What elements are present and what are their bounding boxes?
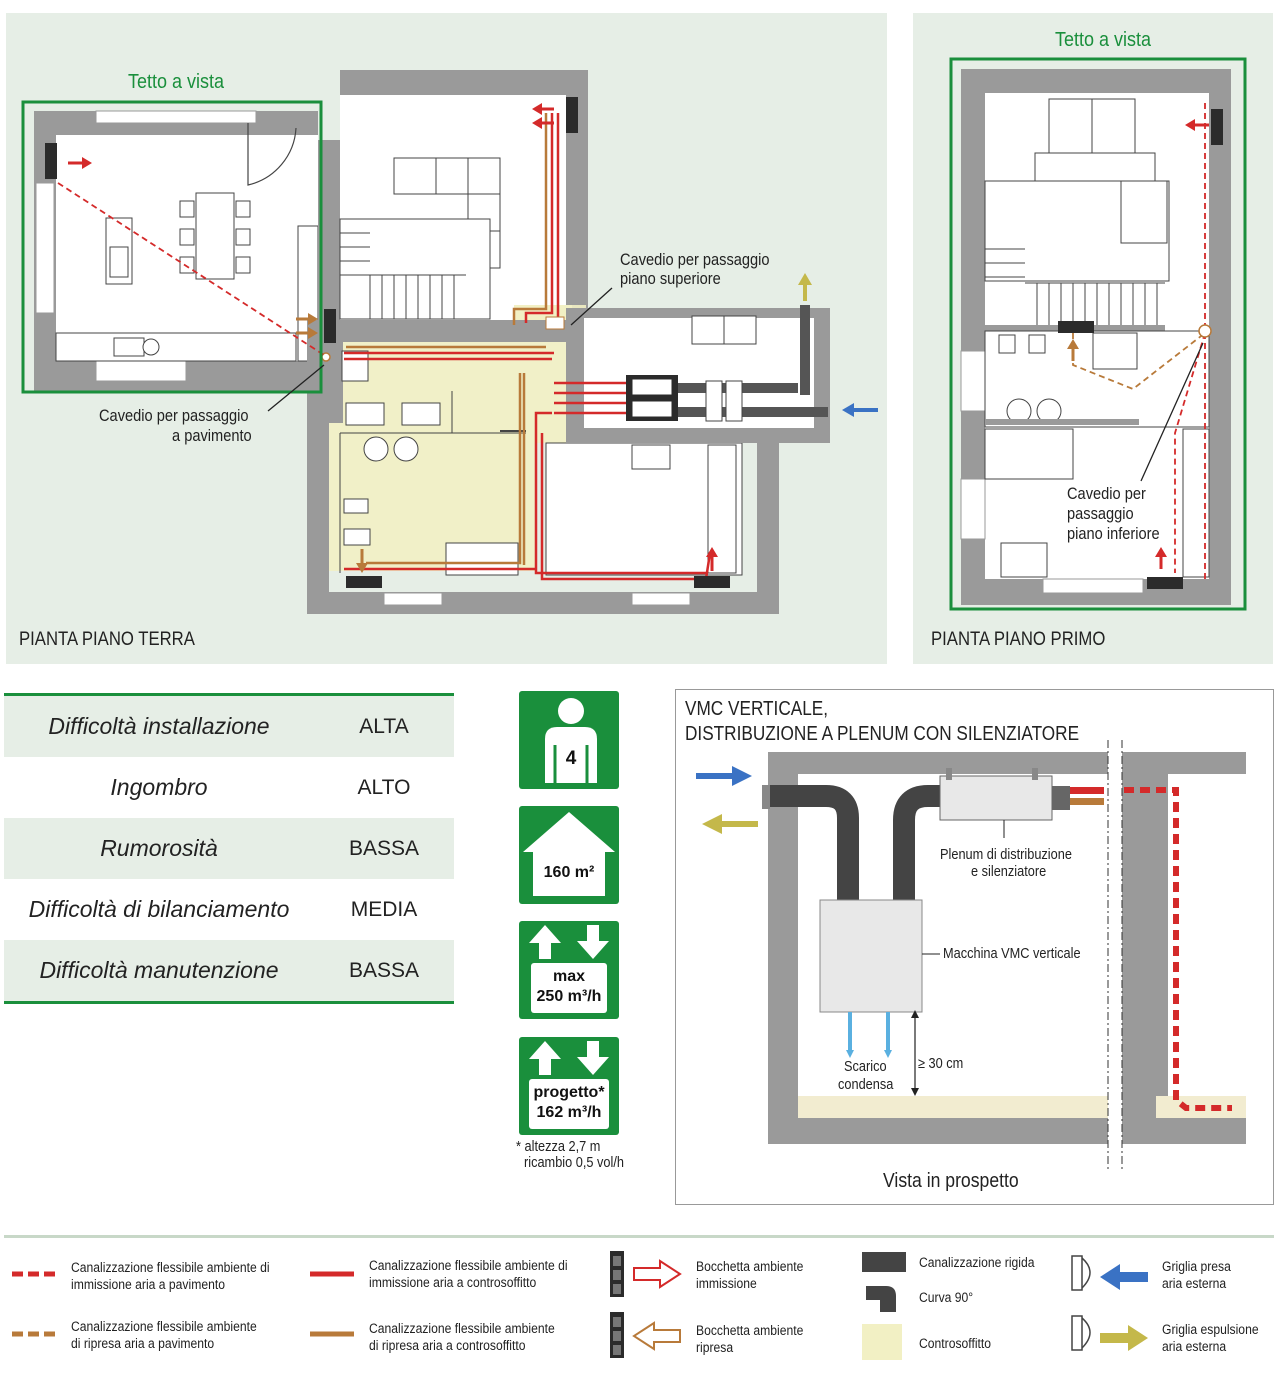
legend-text: Canalizzazione flessibile ambiente di [369, 1258, 568, 1273]
legend-text: di ripresa aria a controsoffitto [369, 1338, 526, 1353]
property-value: MEDIA [350, 897, 418, 921]
legend-text: Canalizzazione flessibile ambiente di [71, 1260, 270, 1275]
property-label: Ingombro [110, 774, 208, 800]
legend-false-ceiling: Controsoffitto [919, 1336, 992, 1351]
legend-text: Bocchetta ambiente [696, 1259, 804, 1274]
max-flow-value: 250 m³/h [536, 988, 602, 1005]
kitchen-interior [56, 135, 318, 361]
house-icon [523, 812, 615, 896]
ground-roof-frame [21, 100, 323, 394]
drain-label-2: condensa [838, 1077, 894, 1093]
vmc-section-panel: VMC VERTICALE, DISTRIBUZIONE A PLENUM CO… [675, 689, 1274, 1205]
legend-symbols [12, 1251, 1148, 1360]
property-row: Ingombro ALTO [4, 757, 454, 818]
ground-floor-plan [21, 70, 878, 614]
legend-return-grille: Bocchetta ambiente ripresa [696, 1322, 803, 1356]
legend-text: Canalizzazione flessibile ambiente [369, 1321, 555, 1336]
vmc-title-1: VMC VERTICALE, [685, 698, 829, 720]
up-down-arrows-icon [529, 1041, 609, 1129]
area-box: 160 m² [519, 806, 619, 904]
shaft-lower-label-2: passaggio [1067, 504, 1134, 523]
legend-text: immissione aria a controsoffitto [369, 1275, 537, 1290]
property-row: Rumorosità BASSA [4, 818, 454, 879]
project-flow-label: progetto* [533, 1084, 605, 1101]
first-roof-label: Tetto a vista [1055, 29, 1152, 51]
property-label: Difficoltà manutenzione [39, 957, 279, 983]
ground-roof-label: Tetto a vista [128, 71, 225, 93]
property-value: ALTO [357, 775, 411, 799]
shaft-upper-label-1: Cavedio per passaggio [620, 250, 770, 269]
legend-ceiling-supply: Canalizzazione flessibile ambiente di im… [369, 1257, 568, 1291]
legend-supply-grille: Bocchetta ambiente immissione [696, 1258, 803, 1292]
view-label: Vista in prospetto [883, 1170, 1019, 1192]
legend-text: Griglia presa [1162, 1259, 1231, 1274]
legend-text: aria esterna [1162, 1276, 1227, 1291]
height-label: ≥ 30 cm [918, 1056, 964, 1072]
person-icon [545, 698, 597, 783]
occupants-box: 4 [519, 691, 619, 789]
vmc-section-drawing [696, 740, 1246, 1170]
first-plan-title: PIANTA PIANO PRIMO [931, 629, 1106, 650]
max-flow-label: max [552, 968, 586, 985]
property-row: Difficoltà installazione ALTA [4, 696, 454, 757]
legend-text: aria esterna [1162, 1339, 1227, 1354]
legend-text: Bocchetta ambiente [696, 1323, 804, 1338]
legend-rigid-duct: Canalizzazione rigida [919, 1255, 1035, 1270]
shaft-lower-label-1: Cavedio per [1067, 484, 1146, 503]
up-down-arrows-icon [529, 925, 609, 1013]
legend-text: immissione aria a pavimento [71, 1277, 225, 1292]
lower-outer-wall [307, 320, 779, 614]
first-floor-plan [949, 57, 1247, 611]
legend-text: Canalizzazione flessibile ambiente [71, 1319, 257, 1334]
property-label: Difficoltà installazione [48, 713, 270, 739]
max-flow-box: max 250 m³/h [519, 921, 619, 1019]
legend-elbow: Curva 90° [919, 1290, 974, 1305]
property-value: BASSA [348, 958, 420, 982]
legend-text: di ripresa aria a pavimento [71, 1336, 215, 1351]
first-roof-frame [949, 57, 1247, 611]
legend-text: Griglia espulsione [1162, 1322, 1259, 1337]
occupants-count: 4 [565, 748, 577, 769]
footnote-1: * altezza 2,7 m [516, 1139, 601, 1155]
project-flow-box: progetto* 162 m³/h [519, 1037, 619, 1135]
legend-separator [4, 1235, 1274, 1238]
property-row: Difficoltà manutenzione BASSA [4, 940, 454, 1001]
vmc-title-2: DISTRIBUZIONE A PLENUM CON SILENZIATORE [685, 723, 1080, 745]
property-row: Difficoltà di bilanciamento MEDIA [4, 879, 454, 940]
area-value: 160 m² [543, 864, 595, 881]
machine-label: Macchina VMC verticale [943, 946, 1081, 962]
property-value: ALTA [359, 714, 409, 738]
legend-text: ripresa [696, 1340, 734, 1355]
shaft-lower-label-3: piano inferiore [1067, 524, 1160, 543]
ground-floor-panel [6, 13, 887, 664]
properties-table: Difficoltà installazione ALTA Ingombro A… [4, 693, 454, 1004]
property-value: BASSA [348, 836, 420, 860]
property-label: Difficoltà di bilanciamento [28, 896, 290, 922]
shaft-upper-label-2: piano superiore [620, 269, 721, 288]
legend-intake-grille: Griglia presa aria esterna [1162, 1258, 1231, 1292]
property-label: Rumorosità [100, 835, 218, 861]
plenum-label-2: e silenziatore [971, 864, 1047, 880]
plenum-label-1: Plenum di distribuzione [940, 847, 1072, 863]
legend-floor-supply: Canalizzazione flessibile ambiente di im… [71, 1259, 270, 1293]
drain-label-1: Scarico [844, 1059, 887, 1075]
footnote-2: ricambio 0,5 vol/h [524, 1155, 625, 1171]
shaft-floor-label-2: a pavimento [172, 426, 252, 445]
first-floor-panel [913, 13, 1273, 664]
legend-floor-return: Canalizzazione flessibile ambiente di ri… [71, 1318, 257, 1352]
legend-exhaust-grille: Griglia espulsione aria esterna [1162, 1321, 1259, 1355]
project-flow-value: 162 m³/h [536, 1104, 602, 1121]
ground-plan-title: PIANTA PIANO TERRA [19, 629, 195, 650]
shaft-floor-label-1: Cavedio per passaggio [99, 406, 249, 425]
legend-ceiling-return: Canalizzazione flessibile ambiente di ri… [369, 1320, 555, 1354]
legend-text: immissione [696, 1276, 757, 1291]
